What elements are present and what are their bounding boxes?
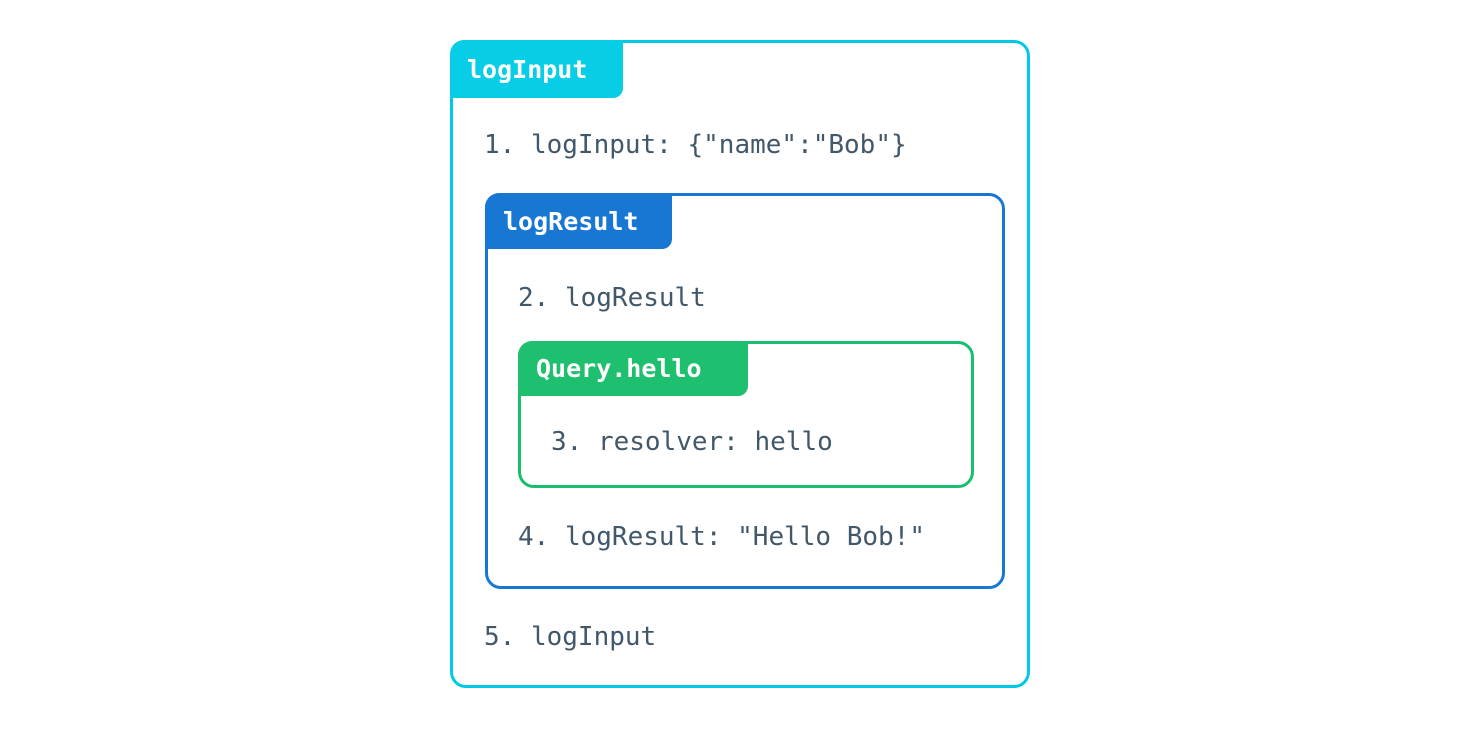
trace-line-4: 4. logResult: "Hello Bob!"	[518, 522, 925, 552]
box-tab-logresult-label[interactable]: logResult	[485, 193, 672, 249]
trace-line-2: 2. logResult	[518, 283, 706, 313]
trace-line-1: 1. logInput: {"name":"Bob"}	[484, 130, 907, 160]
trace-line-3: 3. resolver: hello	[551, 427, 833, 457]
trace-line-5: 5. logInput	[484, 622, 657, 652]
trace-box-logresult[interactable]: logResult 2. logResult Query.hello 3. re…	[485, 193, 1005, 589]
trace-box-queryhello[interactable]: Query.hello 3. resolver: hello	[518, 341, 974, 488]
box-tab-loginput-label[interactable]: logInput	[450, 40, 623, 98]
box-tab-queryhello-label[interactable]: Query.hello	[518, 341, 748, 396]
trace-box-loginput[interactable]: logInput 1. logInput: {"name":"Bob"} log…	[450, 40, 1030, 688]
